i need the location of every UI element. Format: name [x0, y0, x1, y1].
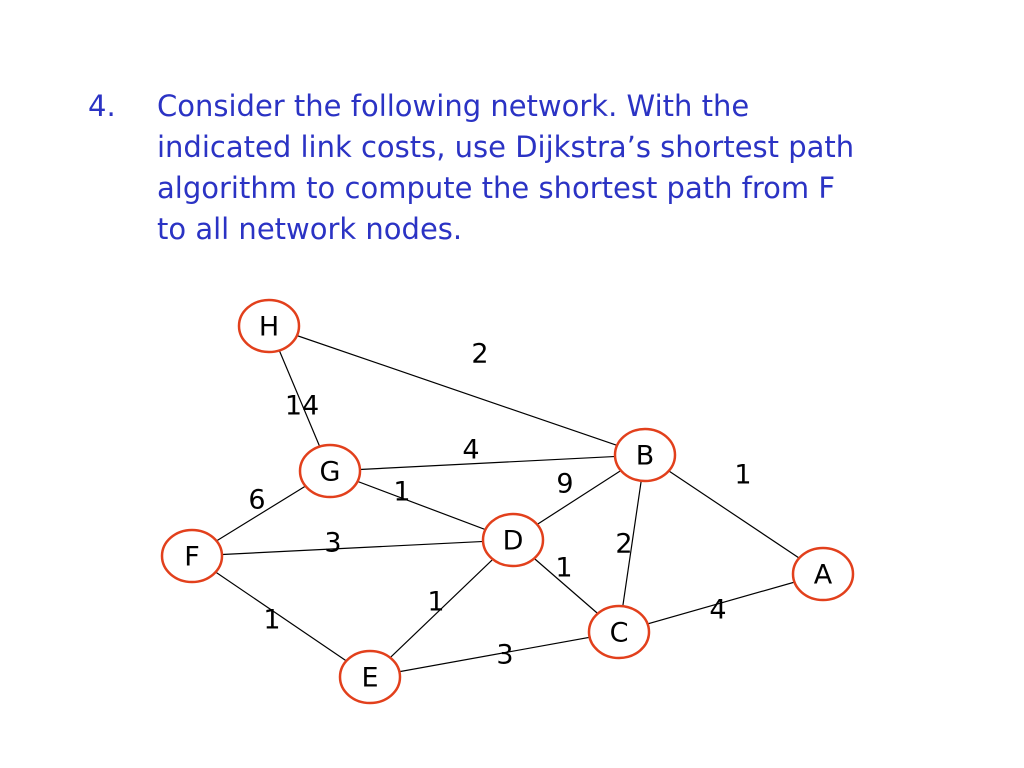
node-g: G	[298, 443, 362, 499]
edge-e-d	[369, 539, 514, 678]
edge-cost-h-g: 14	[285, 391, 319, 422]
node-label: E	[361, 663, 378, 694]
edge-cost-b-c: 2	[615, 529, 632, 560]
question-line: Consider the following network. With the	[157, 89, 750, 123]
edge-cost-g-d: 1	[393, 477, 410, 508]
edge-cost-f-d: 3	[324, 528, 341, 559]
node-b: B	[613, 427, 677, 483]
edge-cost-b-a: 1	[734, 460, 751, 491]
edge-cost-e-d: 1	[427, 587, 444, 618]
edge-g-b	[329, 454, 646, 472]
edge-f-d	[191, 539, 514, 557]
edge-e-c	[369, 631, 620, 678]
edge-cost-d-c: 1	[555, 553, 572, 584]
node-label: F	[184, 542, 200, 573]
question-line: indicated link costs, use Dijkstra’s sho…	[157, 130, 855, 164]
node-f: F	[160, 528, 224, 584]
node-circle	[791, 546, 855, 602]
node-d: D	[481, 512, 545, 568]
edge-costs: 2 14 4 6 1 3 1 9 2 1 1 1 3 4	[248, 339, 751, 671]
edges	[191, 325, 824, 678]
node-label: B	[636, 441, 655, 472]
node-circle	[237, 298, 301, 354]
edge-h-b	[268, 325, 646, 456]
node-circle	[160, 528, 224, 584]
node-circle	[587, 604, 651, 660]
node-circle	[613, 427, 677, 483]
edge-b-c	[618, 454, 646, 633]
edge-cost-d-b: 9	[556, 469, 573, 500]
edge-cost-f-e: 1	[263, 605, 280, 636]
edge-cost-e-c: 3	[496, 640, 513, 671]
question-number: 4.	[88, 89, 116, 123]
edge-cost-h-b: 2	[471, 339, 488, 370]
node-label: D	[503, 526, 524, 557]
edge-c-a	[618, 573, 824, 633]
question-body: Consider the following network. With the…	[157, 86, 977, 250]
node-circle	[481, 512, 545, 568]
node-label: G	[320, 457, 341, 488]
node-e: E	[338, 649, 402, 705]
node-a: A	[791, 546, 855, 602]
node-circle	[298, 443, 362, 499]
question-line: to all network nodes.	[157, 212, 463, 246]
node-label: C	[610, 618, 629, 649]
question-line: algorithm to compute the shortest path f…	[157, 171, 836, 205]
node-h: H	[237, 298, 301, 354]
edge-cost-g-f: 6	[248, 485, 265, 516]
nodes: H G B F D A C E	[160, 298, 855, 705]
node-circle	[338, 649, 402, 705]
node-label: H	[259, 312, 279, 343]
edge-cost-g-b: 4	[462, 435, 479, 466]
edge-b-a	[644, 454, 824, 575]
node-c: C	[587, 604, 651, 660]
edge-cost-c-a: 4	[709, 595, 726, 626]
edge-f-e	[191, 555, 371, 678]
node-label: A	[814, 560, 833, 591]
edge-g-d	[329, 470, 514, 541]
